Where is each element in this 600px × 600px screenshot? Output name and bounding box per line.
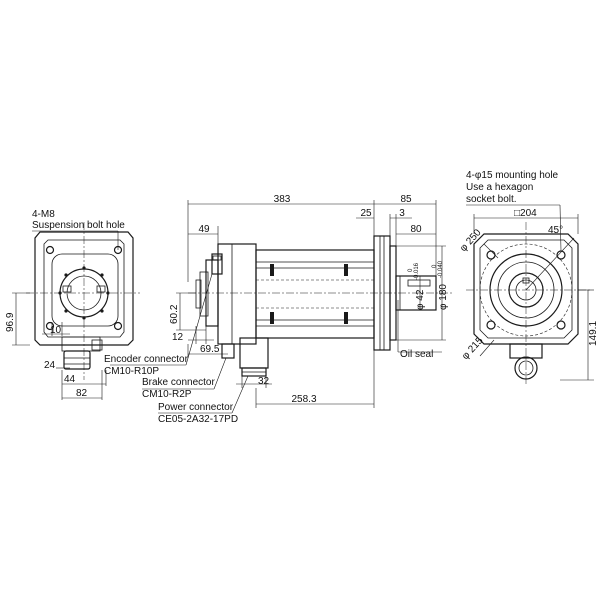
dim-69-5: 69.5: [200, 344, 220, 355]
dim-phi180: φ 180: [438, 284, 449, 310]
mount-hole-callout-3: socket bolt.: [466, 194, 517, 205]
oil-seal-label: Oil seal: [400, 349, 433, 360]
dim-10: 10: [50, 325, 62, 336]
dim-149-1: 149.1: [588, 321, 599, 346]
rear-end-view: 96.9 10 24 44 82 4-M8 Suspension bolt ho…: [5, 209, 140, 400]
encoder-connector-part: CM10-R10P: [104, 366, 159, 377]
mount-hole-callout-1: 4-φ15 mounting hole: [466, 170, 559, 181]
dim-25: 25: [360, 208, 372, 219]
mount-hole-bl: [486, 320, 496, 330]
encoder-connector-label: Encoder connector: [104, 354, 189, 365]
power-connector: [239, 337, 269, 369]
dim-258-3: 258.3: [291, 394, 316, 405]
dim-60-2: 60.2: [169, 304, 180, 324]
dim-phi215: φ 215: [460, 335, 486, 362]
suspension-bolt-hole-tl: [45, 245, 55, 255]
dim-phi180-tol-up: 0: [432, 264, 438, 268]
dim-85: 85: [400, 194, 412, 205]
power-connector-label: Power connector: [158, 402, 234, 413]
brake-connector: [221, 343, 235, 359]
brake-connector-label: Brake connector: [142, 377, 215, 388]
dim-96-9: 96.9: [5, 312, 16, 332]
power-connector-rear: [63, 350, 91, 370]
dim-phi180-tol-dn: -0.040: [438, 260, 444, 278]
power-connector-part: CE05-2A32-17PD: [158, 414, 238, 425]
mount-hole-br: [556, 320, 566, 330]
dim-44: 44: [64, 374, 76, 385]
dim-square-204: □204: [514, 208, 537, 219]
dim-82: 82: [76, 388, 88, 399]
dim-phi42: φ 42: [415, 289, 426, 310]
dim-24: 24: [44, 360, 56, 371]
dim-32: 32: [258, 376, 270, 387]
suspension-bolt-hole-br: [113, 321, 123, 331]
dim-383: 383: [274, 194, 291, 205]
dim-12: 12: [172, 332, 184, 343]
dim-phi42-tol-up: 0: [408, 268, 414, 272]
suspension-bolt-label: Suspension bolt hole: [32, 220, 125, 231]
dim-3: 3: [399, 208, 405, 219]
side-view: 383 85 49 25 3 80 60.2 12 69.5: [104, 194, 452, 425]
encoder-connector: [211, 253, 223, 275]
mount-hole-callout-2: Use a hexagon: [466, 182, 533, 193]
mount-hole-tl: [486, 250, 496, 260]
dim-phi42-tol-dn: -0.016: [414, 262, 420, 280]
dim-49: 49: [198, 224, 210, 235]
suspension-bolt-size: 4-M8: [32, 209, 55, 220]
suspension-bolt-hole-bl: [45, 321, 55, 331]
dim-angle-45: 45°: [548, 225, 563, 236]
brake-connector-part: CM10-R2P: [142, 389, 192, 400]
front-flange-view: □204 45° φ 250 φ 215 149.1 4-φ15 mountin…: [458, 170, 599, 386]
dim-80: 80: [410, 224, 422, 235]
